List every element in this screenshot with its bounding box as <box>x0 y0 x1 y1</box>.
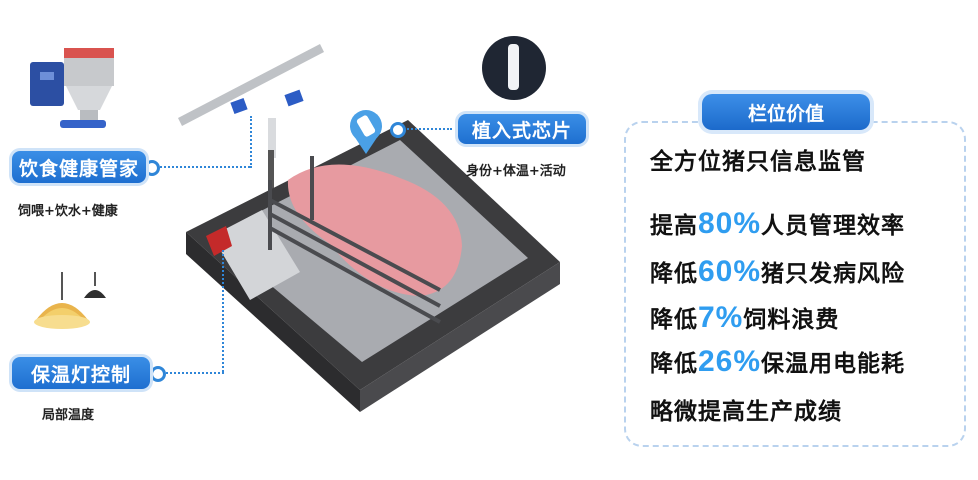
chip-sub: 身份+体温+活动 <box>466 164 566 179</box>
value-number: 60% <box>698 255 762 288</box>
node-chip <box>390 122 406 138</box>
panel-tag: 栏位价值 <box>702 94 870 130</box>
node-feeding <box>144 160 160 176</box>
value-row-3: 降低7%饲料浪费 <box>650 301 840 334</box>
value-number: 26% <box>698 345 762 378</box>
lamp-label: 保温灯控制 <box>12 357 150 389</box>
value-row-2: 降低60%猪只发病风险 <box>650 255 906 288</box>
heat-lamp-icon <box>34 272 106 329</box>
feeder-icon <box>30 48 114 128</box>
feeding-sub: 饲喂+饮水+健康 <box>18 204 118 219</box>
chip-label: 植入式芯片 <box>458 114 586 144</box>
node-lamp <box>150 366 166 382</box>
value-row-5: 略微提高生产成绩 <box>650 399 842 425</box>
value-number: 80% <box>698 207 762 240</box>
value-row-4: 降低26%保温用电能耗 <box>650 345 906 378</box>
value-row-1: 提高80%人员管理效率 <box>650 207 906 240</box>
chip-icon <box>482 36 546 100</box>
value-number: 7% <box>698 301 744 334</box>
connector-feeding-vertical <box>250 116 252 168</box>
connector-feeding <box>156 166 250 168</box>
value-panel <box>624 121 966 447</box>
connector-lamp-vertical <box>222 250 224 372</box>
feeding-label: 饮食健康管家 <box>12 151 146 183</box>
connector-chip <box>400 128 452 130</box>
lamp-sub: 局部温度 <box>42 408 95 423</box>
panel-heading: 全方位猪只信息监管 <box>650 149 866 175</box>
connector-lamp <box>162 372 224 374</box>
